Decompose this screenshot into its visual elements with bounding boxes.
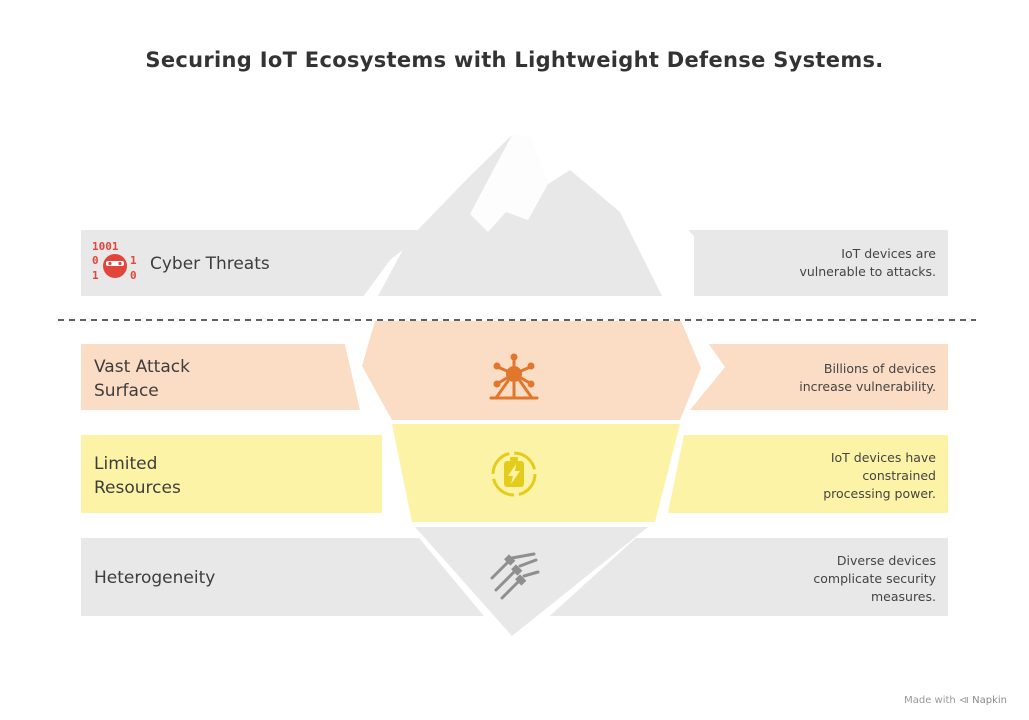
napkin-logo-icon: ⧏ [958, 695, 969, 706]
layer-label-vast-attack-surface: Vast Attack Surface [94, 357, 190, 401]
footer-brand: Napkin [972, 695, 1007, 706]
footer-made-with: Made with [904, 695, 956, 706]
layer-desc-heterogeneity: Diverse devices complicate security meas… [813, 553, 936, 604]
cable-connectors-icon [490, 552, 540, 600]
iceberg-segment-yellow [392, 424, 680, 522]
layer-desc-limited-resources: IoT devices have constrained processing … [823, 450, 936, 501]
svg-text:0: 0 [130, 269, 137, 282]
footer-credit: Made with ⧏ Napkin [904, 695, 1007, 706]
iceberg-segment-orange [362, 321, 701, 420]
iceberg-tip-highlight [470, 135, 548, 232]
network-tower-icon [489, 353, 539, 400]
layer-desc-vast-attack-surface: Billions of devices increase vulnerabili… [799, 361, 936, 394]
layer-label-cyber-threats: Cyber Threats [150, 254, 270, 274]
layer-desc-cyber-threats: IoT devices are vulnerable to attacks. [799, 246, 936, 279]
svg-text:1: 1 [130, 254, 137, 267]
iceberg-segment-grey [415, 527, 648, 636]
svg-text:0: 0 [92, 254, 99, 267]
page-title: Securing IoT Ecosystems with Lightweight… [145, 48, 884, 72]
battery-charge-icon [491, 451, 537, 497]
layer-label-heterogeneity: Heterogeneity [94, 568, 216, 588]
svg-text:1: 1 [92, 269, 99, 282]
hacker-binary-icon: 1001 0 1 1 0 [92, 240, 137, 282]
layer-label-limited-resources: Limited Resources [94, 454, 181, 498]
svg-text:1001: 1001 [92, 240, 119, 253]
